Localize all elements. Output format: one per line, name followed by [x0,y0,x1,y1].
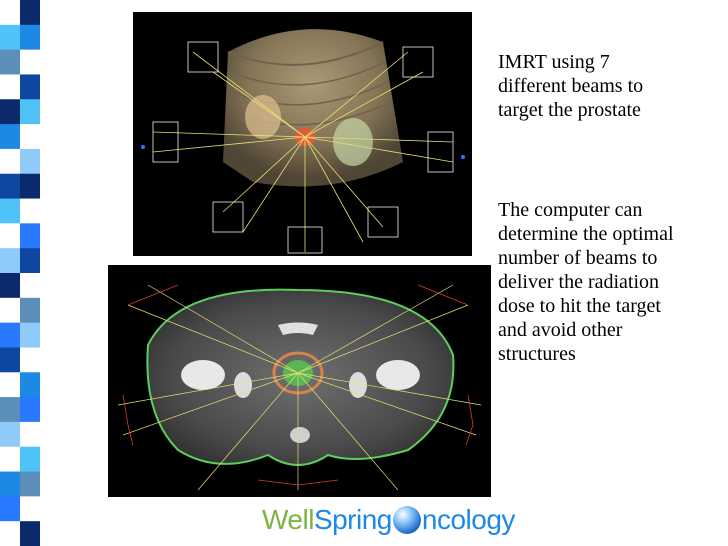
strip-cell [0,248,20,274]
strip-cell [20,223,40,249]
strip-cell [20,0,40,26]
logo-o-badge-icon [392,506,421,534]
strip-cell [20,397,40,423]
strip-cell [20,471,40,497]
strip-cell [20,148,40,175]
strip-cell [20,521,40,546]
text-line: deliver the radiation [498,271,660,293]
strip-cell [20,496,40,522]
strip-cell [0,397,20,423]
strip-cell [0,124,20,150]
strip-cell [20,273,40,299]
strip-cell [20,49,40,75]
text-block-imrt: IMRT using 7 different beams to target t… [498,50,724,122]
logo-well: Well [262,504,314,535]
strip-cell [20,347,40,373]
strip-cell [0,148,20,175]
strip-cell [0,223,20,249]
text-line: structures [498,343,576,365]
strip-cell [0,99,20,125]
text-line: The computer can [498,199,643,221]
strip-cell [0,273,20,299]
text-line: determine the optimal [498,223,674,245]
strip-cell [20,248,40,274]
strip-cell [20,421,40,448]
strip-cell [0,322,20,348]
strip-cell [0,173,20,200]
text-line: different beams to [498,75,644,97]
strip-cell [20,24,40,51]
strip-cell [0,49,20,75]
decorative-left-strip [0,0,40,546]
strip-cell [20,99,40,125]
beam-render-graphic [133,12,472,256]
ct-slice-image [108,265,491,497]
ct-slice-graphic [108,265,491,497]
strip-cell [20,446,40,473]
logo-spring: Spring [313,504,392,535]
text-line: number of beams to [498,247,658,269]
strip-cell [0,198,20,224]
strip-cell [0,521,20,546]
strip-cell [0,24,20,51]
strip-cell [0,446,20,473]
strip-cell [0,0,20,26]
strip-cell [0,297,20,324]
strip-cell [20,124,40,150]
text-line: IMRT using 7 [498,51,610,73]
strip-cell [0,347,20,373]
text-line: target the prostate [498,99,641,121]
text-line: and avoid other [498,319,623,341]
text-line: dose to hit the target [498,295,661,317]
strip-cell [0,74,20,100]
strip-cell [0,471,20,497]
beam-render-image [133,12,472,256]
logo-ncology: ncology [421,504,516,535]
strip-cell [0,421,20,448]
strip-cell [0,496,20,522]
text-block-computer: The computer can determine the optimal n… [498,198,724,366]
wellspring-oncology-logo: Well Spring ncology [262,503,515,537]
strip-cell [20,372,40,398]
strip-cell [20,198,40,224]
strip-cell [20,173,40,200]
strip-cell [20,322,40,348]
strip-cell [0,372,20,398]
strip-cell [20,74,40,100]
strip-cell [20,297,40,324]
